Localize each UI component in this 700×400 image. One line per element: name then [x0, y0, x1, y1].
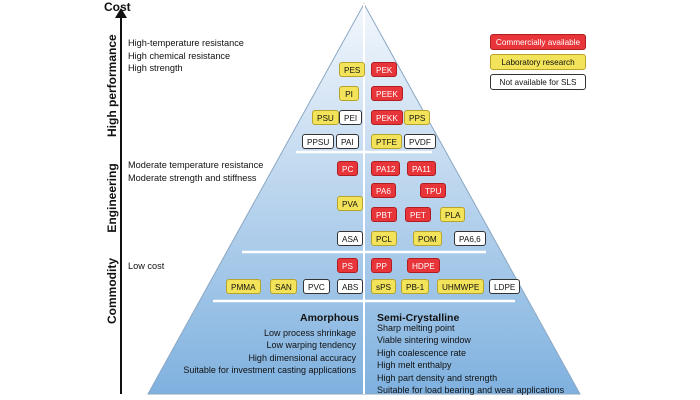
description-line: High strength	[128, 63, 183, 73]
engineering-description: Moderate temperature resistance Moderate…	[128, 159, 263, 184]
description-line: Moderate temperature resistance	[128, 160, 264, 170]
legend-not-available-for-sls: Not available for SLS	[490, 74, 586, 90]
description-line: High-temperature resistance	[128, 38, 244, 48]
semicrystalline-properties: Sharp melting point Viable sintering win…	[377, 322, 564, 396]
material-badge-abs: ABS	[337, 279, 364, 294]
material-badge-pvdf: PVDF	[404, 134, 436, 149]
amorphous-property-line: High dimensional accuracy	[248, 352, 356, 363]
material-badge-tpu: TPU	[420, 183, 447, 198]
semicrystalline-property-line: High part density and strength	[377, 372, 498, 383]
cost-axis-line	[120, 14, 122, 394]
material-badge-peek: PEEK	[371, 86, 403, 101]
material-badge-pa11: PA11	[407, 161, 436, 176]
semicrystalline-title: Semi-Crystalline	[377, 312, 460, 324]
material-badge-pa12: PA12	[371, 161, 401, 176]
material-badge-psu: PSU	[312, 110, 339, 125]
material-badge-pps: PPS	[404, 110, 431, 125]
material-badge-pla: PLA	[440, 207, 466, 222]
material-badge-sps: sPS	[371, 279, 397, 294]
material-badge-pvc: PVC	[303, 279, 330, 294]
semicrystalline-property-line: Viable sintering window	[377, 335, 471, 346]
material-badge-pi: PI	[339, 86, 359, 101]
material-badge-pb1: PB-1	[401, 279, 430, 294]
semicrystalline-property-line: Suitable for load bearing and wear appli…	[377, 385, 565, 396]
material-badge-ldpe: LDPE	[489, 279, 521, 294]
material-badge-pom: POM	[413, 231, 442, 246]
description-line: Low cost	[128, 261, 165, 271]
commodity-description: Low cost	[128, 260, 164, 273]
material-badge-pmma: PMMA	[226, 279, 261, 294]
material-badge-pes: PES	[339, 62, 366, 77]
material-badge-pbt: PBT	[371, 207, 397, 222]
description-line: High chemical resistance	[128, 50, 231, 61]
amorphous-properties: Low process shrinkage Low warping tenden…	[170, 327, 356, 377]
cost-axis-arrow-icon	[115, 8, 127, 18]
semicrystalline-property-line: Sharp melting point	[377, 323, 455, 333]
semicrystalline-property-line: High coalescence rate	[377, 347, 467, 358]
material-badge-pet: PET	[405, 207, 431, 222]
semicrystalline-property-line: High melt enthalpy	[377, 360, 452, 371]
material-badge-pai: PAI	[336, 134, 359, 149]
legend-commercially-available: Commercially available	[490, 34, 586, 50]
material-badge-pa66: PA6,6	[454, 231, 486, 246]
tier-label-engineering: Engineering	[105, 163, 119, 233]
material-badge-pcl: PCL	[371, 231, 397, 246]
material-badge-san: SAN	[270, 279, 297, 294]
material-badge-pek: PEK	[371, 62, 398, 77]
material-badge-ppsu: PPSU	[302, 134, 335, 149]
material-badge-pc: PC	[337, 161, 359, 176]
amorphous-title: Amorphous	[300, 312, 359, 324]
high-performance-description: High-temperature resistance High chemica…	[128, 37, 244, 75]
amorphous-property-line: Low warping tendency	[266, 340, 356, 351]
material-badge-hdpe: HDPE	[407, 258, 440, 273]
material-badge-pei: PEI	[339, 110, 363, 125]
tier-label-high-performance: High performance	[105, 34, 119, 137]
material-badge-uhmwpe: UHMWPE	[437, 279, 485, 294]
tier-label-commodity: Commodity	[105, 258, 119, 324]
material-badge-ptfe: PTFE	[371, 134, 402, 149]
amorphous-property-line: Low process shrinkage	[263, 328, 356, 338]
cost-axis-title: Cost	[104, 0, 131, 14]
material-badge-pekk: PEKK	[371, 110, 403, 125]
material-badge-pa6: PA6	[371, 183, 396, 198]
description-line: Moderate strength and stiffness	[128, 172, 257, 183]
material-badge-ps: PS	[337, 258, 358, 273]
material-badge-pva: PVA	[337, 196, 363, 211]
legend-laboratory-research: Laboratory research	[490, 54, 586, 70]
material-badge-pp: PP	[371, 258, 392, 273]
amorphous-property-line: Suitable for investment casting applicat…	[183, 365, 356, 376]
material-badge-asa: ASA	[337, 231, 364, 246]
